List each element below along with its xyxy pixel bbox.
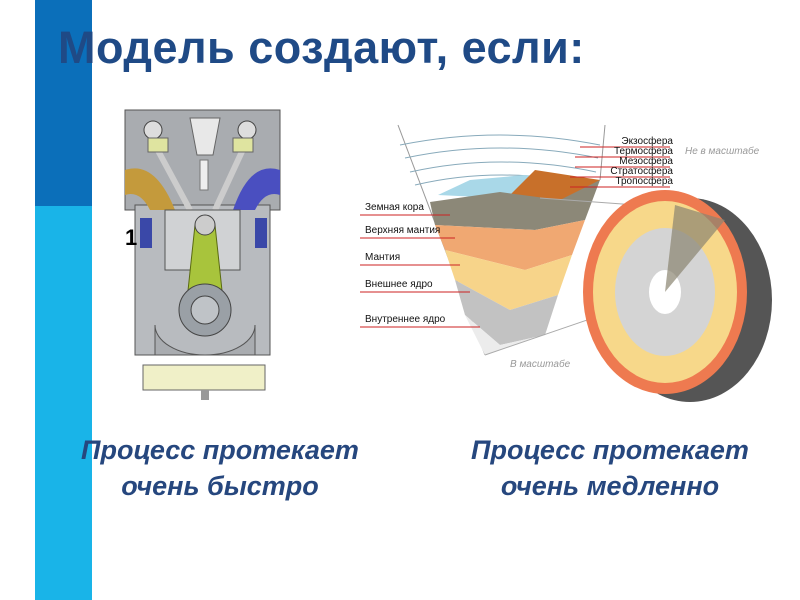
to-scale-note: В масштабе bbox=[510, 358, 571, 370]
stroke-number: 1 bbox=[125, 225, 137, 250]
slow-caption-line2: очень медленно bbox=[500, 471, 720, 501]
layer-label-crust: Земная кора bbox=[365, 202, 424, 213]
fast-process-caption: Процесс протекает очень быстро bbox=[50, 432, 390, 504]
slide-title: Модель создают, если: bbox=[58, 22, 585, 73]
slow-caption-line1: Процесс протекает bbox=[471, 435, 749, 465]
atmo-label-mesosphere: Мезосфера bbox=[619, 155, 673, 167]
accent-bar-dark bbox=[35, 0, 92, 206]
layer-label-upper-mantle: Верхняя мантия bbox=[365, 225, 440, 236]
layer-label-outer-core: Внешнее ядро bbox=[365, 279, 433, 290]
slow-process-caption: Процесс протекает очень медленно bbox=[440, 432, 780, 504]
atmo-label-stratosphere: Стратосфера bbox=[610, 165, 673, 177]
atmo-label-troposphere: Тропосфера bbox=[615, 175, 673, 187]
fast-caption-line2: очень быстро bbox=[121, 471, 319, 501]
fast-caption-line1: Процесс протекает bbox=[81, 435, 359, 465]
not-to-scale-note: Не в масштабе bbox=[685, 145, 760, 157]
atmo-label-exosphere: Экзосфера bbox=[621, 135, 673, 147]
layer-label-mantle: Мантия bbox=[365, 252, 400, 263]
engine-cutaway-image: 1 bbox=[124, 109, 281, 400]
accent-bar-light bbox=[35, 206, 92, 600]
atmo-label-thermosphere: Термосфера bbox=[614, 145, 673, 157]
earth-layers-diagram: Земная кора Верхняя мантия Мантия Внешне… bbox=[360, 124, 772, 402]
layer-label-inner-core: Внутреннее ядро bbox=[365, 314, 446, 325]
